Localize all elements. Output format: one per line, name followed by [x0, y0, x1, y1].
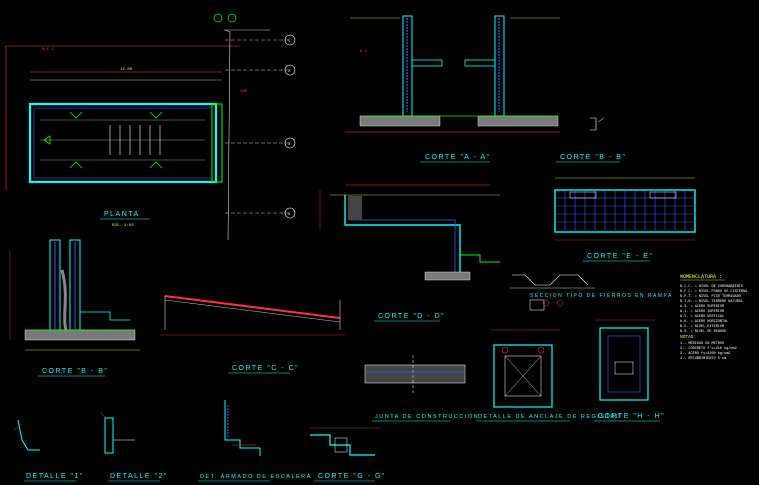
- axis-label-2: 2: [288, 70, 290, 74]
- detalle-2: DETALLE "2": [100, 411, 168, 482]
- detalle-2-caption: DETALLE "2": [110, 473, 168, 480]
- corte-dd-caption: CORTE "D - D": [378, 313, 445, 320]
- axis-label-1: 1: [288, 40, 290, 44]
- notas-item: 4.- RECUBRIMIENTO 5 cm: [680, 357, 726, 361]
- corte-dd-section: [319, 184, 500, 281]
- corte-cc-ramp: CORTE "C - C": [160, 295, 345, 374]
- detalle-1-caption: DETALLE "1": [26, 473, 84, 480]
- nomenclatura-item: A.I. = ACERO INFERIOR: [680, 310, 725, 314]
- anclaje-caption: DETALLE DE ANCLAJE DE REGISTRO: [478, 414, 622, 420]
- corte-cc-caption: CORTE "C - C": [232, 365, 299, 372]
- planta-dim-label: 12.00: [120, 68, 133, 72]
- nomenclatura-title: NOMENCLATURA :: [680, 274, 722, 280]
- nomenclatura-item: A.H. = ACERO HORIZONTAL: [680, 320, 728, 324]
- planta-plan-view: 12.00 1 2 3 4: [5, 13, 296, 241]
- corte-ee-section: CORTE "E - E": [554, 177, 696, 262]
- axis-label-3: 3: [288, 143, 290, 147]
- axis-label-4: 4: [288, 213, 290, 217]
- corte-bb-section: CORTE "B - B": [556, 117, 626, 163]
- detalle-anclaje: DETALLE DE ANCLAJE DE REGISTRO: [476, 329, 622, 422]
- nomenclatura-block: NOMENCLATURA : N.C.C. = NIVEL DE CORONAM…: [680, 274, 748, 361]
- planta-note-2: VAR.: [240, 90, 250, 94]
- corte-dd-lower: CORTE "D - D": [374, 313, 445, 322]
- nomenclatura-item: N.P.T. = NIVEL PISO TERMINADO: [680, 295, 741, 299]
- junta-construccion: JUNTA DE CONSTRUCCION: [364, 355, 479, 422]
- armado-caption: DET. ARMADO DE ESCALERA: [200, 474, 312, 480]
- corte-bb-left-caption: CORTE "B - B": [42, 368, 108, 375]
- seccion-fierros-caption: SECCION TIPO DE FIERROS EN RAMPA: [530, 293, 673, 299]
- planta-scale: ESC. 1:50: [112, 224, 134, 228]
- notas-title: NOTAS:: [680, 334, 696, 340]
- seccion-fierros: SECCION TIPO DE FIERROS EN RAMPA: [510, 274, 673, 299]
- notas-item: 3.- ACERO fy=4200 kg/cm2: [680, 351, 730, 356]
- corte-gg-caption: CORTE "G - G": [318, 473, 386, 480]
- nomenclatura-item: N.E. = NIVEL EXTERIOR: [680, 325, 725, 329]
- corte-gg-section: CORTE "G - G": [310, 427, 386, 482]
- notas-item: 2.- CONCRETO f'c=210 kg/cm2: [680, 346, 737, 351]
- corte-hh-caption: CORTE "H - H": [598, 413, 665, 420]
- detalle-armado: DET. ARMADO DE ESCALERA: [198, 400, 312, 482]
- nomenclatura-item: N.C.C. = NIVEL DE CORONAMIENTO: [680, 285, 743, 289]
- junta-caption: JUNTA DE CONSTRUCCION: [375, 414, 479, 420]
- nomenclatura-item: A.V. = ACERO VERTICAL: [680, 315, 724, 319]
- planta-note: N.F.C.: [42, 48, 56, 52]
- corte-aa-caption: CORTE "A - A": [425, 154, 491, 161]
- notas-item: 1.- MEDIDAS EN METROS: [680, 342, 724, 346]
- nomenclatura-item: N.F.C. = NIVEL FONDO DE CISTERNA: [680, 290, 748, 294]
- corte-aa-section: A.C. CORTE "A - A": [345, 15, 560, 163]
- corte-aa-note: A.C.: [360, 50, 370, 54]
- corte-hh-section: CORTE "H - H": [594, 319, 665, 422]
- detalle-1: DETALLE "1": [13, 419, 84, 482]
- nomenclatura-item: A.S. = ACERO SUPERIOR: [680, 305, 725, 309]
- planta-caption: PLANTA: [104, 211, 140, 218]
- corte-ff-callout: [529, 299, 564, 311]
- nomenclatura-item: N.T.N. = NIVEL TERRENO NATURAL: [680, 300, 743, 304]
- corte-wall-left: CORTE "B - B": [9, 239, 140, 377]
- corte-ee-caption: CORTE "E - E": [587, 253, 653, 260]
- corte-bb-caption: CORTE "B - B": [560, 154, 626, 161]
- nomenclatura-item: N.R. = NIVEL DE REBOSE: [680, 330, 726, 334]
